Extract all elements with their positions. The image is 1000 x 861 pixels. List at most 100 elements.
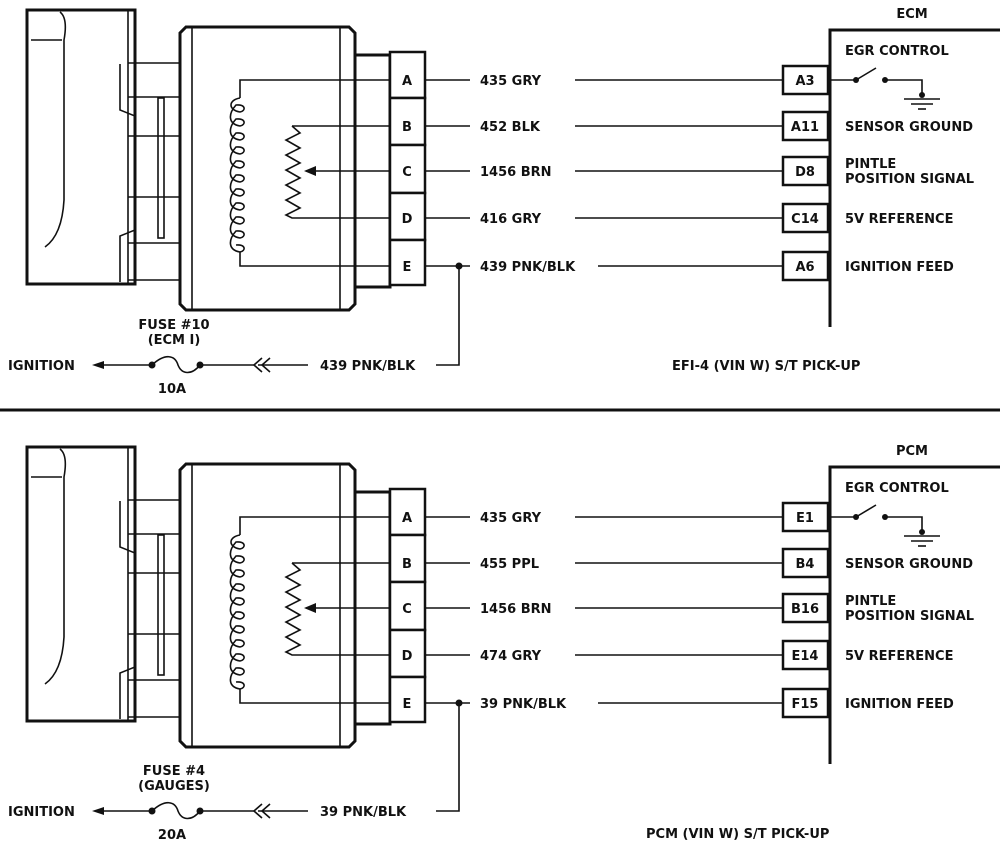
coil-icon bbox=[229, 534, 245, 690]
module-terminal bbox=[781, 64, 830, 96]
wire-circuit-label: 435 GRY bbox=[480, 74, 542, 89]
resistor-icon bbox=[284, 125, 390, 219]
pin-label: A bbox=[402, 511, 412, 526]
function-label: POSITION SIGNAL bbox=[845, 172, 974, 187]
feed-circuit-label: 439 PNK/BLK bbox=[320, 359, 416, 374]
terminal-label: A11 bbox=[791, 120, 819, 135]
function-label: SENSOR GROUND bbox=[845, 557, 973, 572]
diagram-caption: PCM (VIN W) S/T PICK-UP bbox=[646, 827, 829, 842]
function-label: IGNITION FEED bbox=[845, 697, 954, 712]
wire-circuit-label: 435 GRY bbox=[480, 511, 542, 526]
coil-lead-e bbox=[239, 252, 390, 267]
wire-circuit-label: 1456 BRN bbox=[480, 602, 552, 617]
connector-pin-e bbox=[388, 238, 427, 287]
panel-1: A B C D E 435 GRY A3 EGR CONTROL 452 BLK A11 SENSO… bbox=[8, 7, 1000, 397]
sensor-housing bbox=[25, 445, 137, 723]
egr-switch-icon bbox=[830, 67, 940, 110]
function-label: SENSOR GROUND bbox=[845, 120, 973, 135]
feed-wire bbox=[436, 703, 460, 812]
sensor-body bbox=[178, 462, 357, 749]
module-terminal bbox=[781, 155, 830, 187]
coil-icon bbox=[229, 97, 245, 253]
pin-label: B bbox=[402, 120, 412, 135]
wire-circuit-label: 474 GRY bbox=[480, 649, 542, 664]
wire-circuit-label: 416 GRY bbox=[480, 212, 542, 227]
diagram-caption: EFI-4 (VIN W) S/T PICK-UP bbox=[672, 359, 860, 374]
egr-valve-sensor bbox=[25, 8, 392, 312]
terminal-label: F15 bbox=[792, 697, 819, 712]
module-outline bbox=[828, 28, 1000, 327]
ground-dot bbox=[919, 92, 925, 98]
ignition-label: IGNITION bbox=[8, 805, 75, 820]
connector-pin-e bbox=[388, 675, 427, 724]
arrow-left-icon bbox=[92, 361, 104, 369]
terminal-label: B16 bbox=[791, 602, 819, 617]
module-title: ECM bbox=[896, 7, 927, 22]
fuse-rating: 20A bbox=[158, 828, 186, 843]
fuse-rating: 10A bbox=[158, 382, 186, 397]
slot-bar bbox=[157, 97, 165, 239]
pin-label: D bbox=[402, 649, 413, 664]
housing-curve bbox=[44, 11, 67, 248]
egr-valve-sensor bbox=[25, 445, 392, 749]
function-label: IGNITION FEED bbox=[845, 260, 954, 275]
wire-circuit-label: 452 BLK bbox=[480, 120, 541, 135]
wire-circuit-label: 439 PNK/BLK bbox=[480, 260, 576, 275]
pin-label: C bbox=[402, 602, 412, 617]
function-label: EGR CONTROL bbox=[845, 481, 949, 496]
egr-switch-icon bbox=[830, 504, 940, 547]
pin-label: C bbox=[402, 165, 412, 180]
coil-lead-a bbox=[239, 79, 390, 98]
resistor-icon bbox=[284, 562, 390, 656]
module-terminal bbox=[781, 202, 830, 234]
function-label: 5V REFERENCE bbox=[845, 649, 953, 664]
pin-label: E bbox=[403, 260, 412, 275]
module-terminal bbox=[781, 592, 830, 624]
switch-blade bbox=[855, 67, 877, 81]
ignition-label: IGNITION bbox=[8, 359, 75, 374]
wire-circuit-label: 39 PNK/BLK bbox=[480, 697, 567, 712]
terminal-label: B4 bbox=[796, 557, 815, 572]
terminal-label: D8 bbox=[795, 165, 815, 180]
module-terminal bbox=[781, 110, 830, 142]
fuse-name: FUSE #4 bbox=[143, 764, 205, 779]
module-terminal bbox=[781, 547, 830, 579]
terminal-label: E1 bbox=[796, 511, 814, 526]
wire-circuit-label: 1456 BRN bbox=[480, 165, 552, 180]
coil-lead-e bbox=[239, 689, 390, 704]
ground-dot bbox=[919, 529, 925, 535]
coil-lead-a bbox=[239, 516, 390, 535]
pin-label: D bbox=[402, 212, 413, 227]
wiper-arrow-icon bbox=[304, 166, 316, 176]
fuse-circuit: (ECM I) bbox=[148, 333, 201, 348]
switch-blade bbox=[855, 504, 877, 518]
feed-circuit-label: 39 PNK/BLK bbox=[320, 805, 407, 820]
sensor-housing bbox=[25, 8, 137, 286]
fuse-icon bbox=[151, 355, 201, 374]
function-label: 5V REFERENCE bbox=[845, 212, 953, 227]
module-terminal bbox=[781, 501, 830, 533]
terminal-label: A3 bbox=[795, 74, 814, 89]
terminal-label: A6 bbox=[795, 260, 814, 275]
fuse-name: FUSE #10 bbox=[138, 318, 209, 333]
slot-bar bbox=[157, 534, 165, 676]
terminal-label: C14 bbox=[791, 212, 819, 227]
wiper-arrow-icon bbox=[304, 603, 316, 613]
arrow-left-icon bbox=[92, 807, 104, 815]
ground-lead bbox=[885, 79, 923, 95]
function-label: EGR CONTROL bbox=[845, 44, 949, 59]
function-label: PINTLE bbox=[845, 157, 896, 172]
function-label: POSITION SIGNAL bbox=[845, 609, 974, 624]
fuse-circuit: (GAUGES) bbox=[138, 779, 210, 794]
module-title: PCM bbox=[896, 444, 928, 459]
pin-label: B bbox=[402, 557, 412, 572]
module-terminal bbox=[781, 639, 830, 671]
pin-label: A bbox=[402, 74, 412, 89]
module-outline bbox=[828, 465, 1000, 764]
sensor-body bbox=[178, 25, 357, 312]
terminal-label: E14 bbox=[792, 649, 819, 664]
function-label: PINTLE bbox=[845, 594, 896, 609]
ground-lead bbox=[885, 516, 923, 532]
